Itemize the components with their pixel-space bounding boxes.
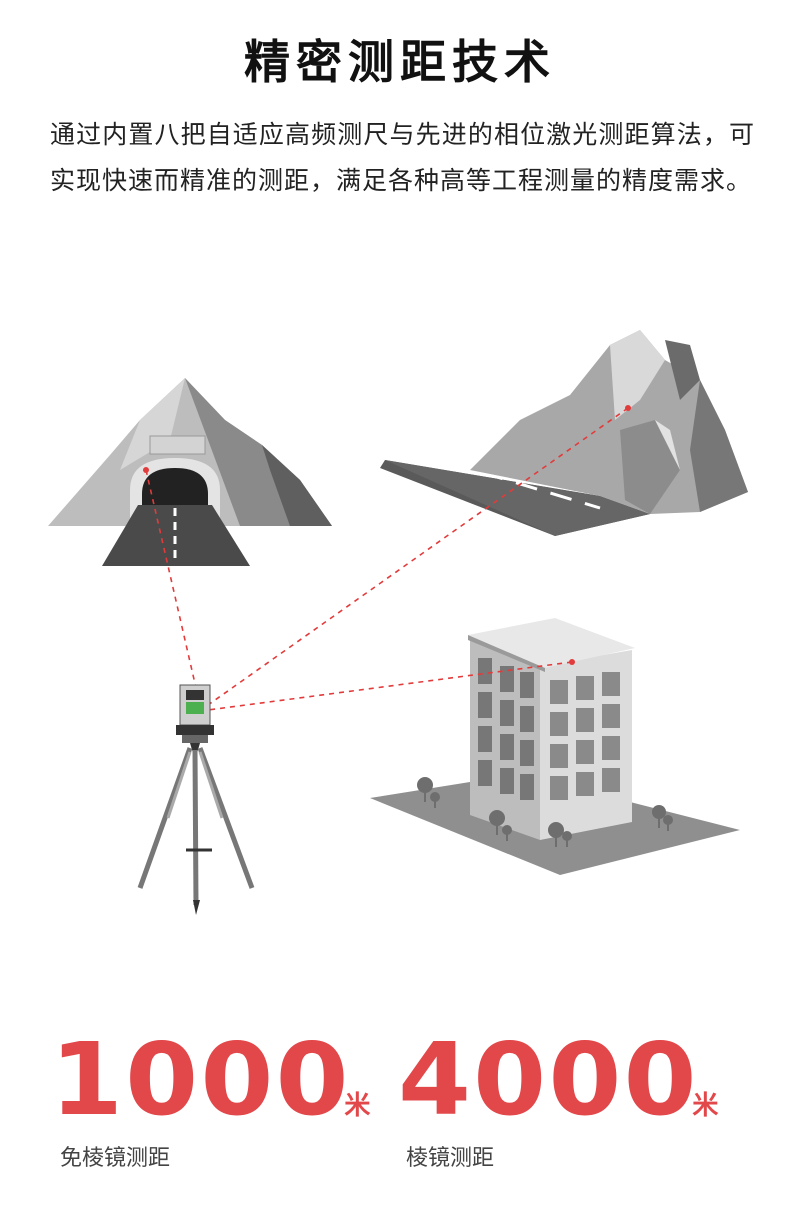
total-station-instrument-icon [137,684,255,915]
stat-reflectorless-range: 1000米 免棱镜测距 [50,1030,370,1172]
tunnel-mountain-illustration [48,378,332,566]
stat-label: 免棱镜测距 [60,1146,171,1171]
laser-target-dots [143,405,631,665]
building-windows [478,658,534,800]
page-title: 精密测距技术 [244,35,556,89]
stat-unit: 米 [344,1091,371,1121]
description-text: 通过内置八把自适应高频测尺与先进的相位激光测距算法，可实现快速而精准的测距，满足… [50,120,755,195]
tree-icons [417,777,673,847]
illustration-scene [48,330,748,915]
stat-prism-range: 4000米 棱镜测距 [398,1030,718,1172]
stat-label: 棱镜测距 [406,1146,495,1171]
stat-value: 4000 [398,1021,699,1138]
building-illustration [370,618,740,875]
laser-lines [145,407,629,711]
stat-unit: 米 [692,1091,719,1121]
stat-value: 1000 [50,1021,351,1138]
mountain-road-illustration [380,330,748,536]
